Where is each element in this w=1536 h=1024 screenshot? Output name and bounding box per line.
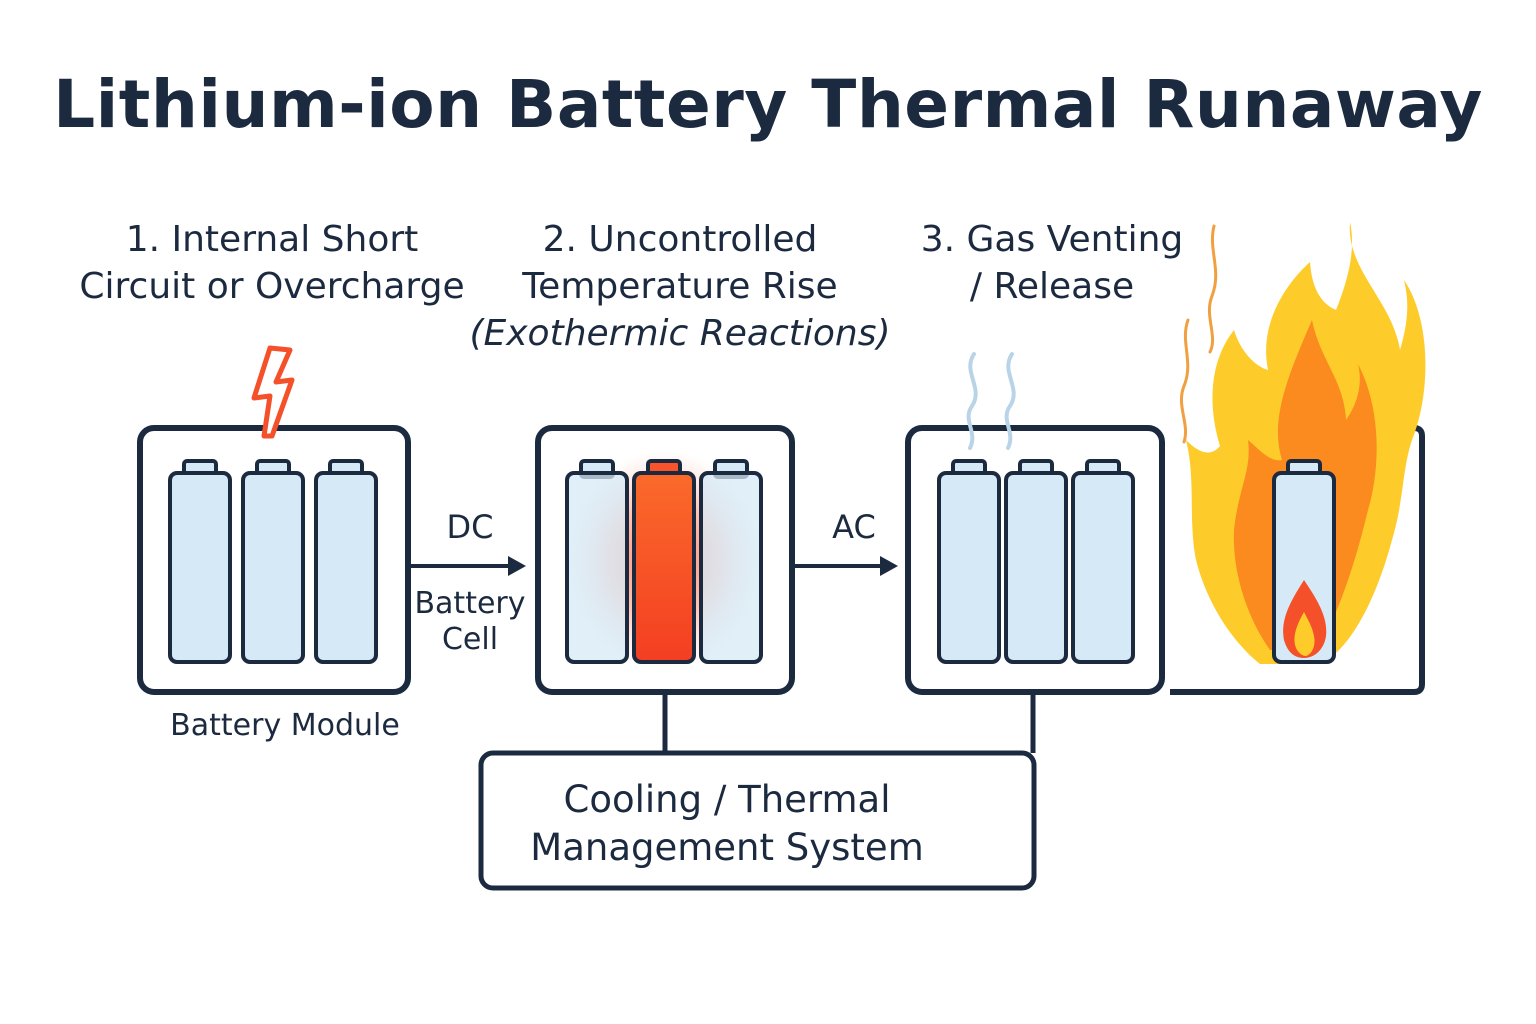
step-1-label: 1. Internal Short Circuit or Overcharge [62, 216, 482, 310]
arrow-ac [792, 556, 898, 576]
tms-label: Cooling / Thermal Management System [482, 776, 972, 872]
step-2-label: 2. Uncontrolled Temperature Rise (Exothe… [460, 216, 900, 357]
module-label: Battery Module [170, 708, 400, 743]
tms-connectors [662, 692, 1036, 753]
page-title: Lithium-ion Battery Thermal Runaway [53, 66, 1483, 143]
connector-label-dc: DC [446, 508, 494, 546]
vapor-icon [966, 352, 1016, 450]
step-3-label: 3. Gas Venting / Release [882, 216, 1222, 310]
connector-label-ac: AC [832, 508, 876, 546]
tms-label-line-2: Management System [530, 826, 924, 869]
battery-module-4 [1170, 425, 1425, 695]
burning-cell [1272, 459, 1336, 664]
step-2-line-2: Temperature Rise [522, 266, 838, 307]
step-3-line-2: / Release [969, 266, 1135, 307]
step-1-line-2: Circuit or Overcharge [79, 266, 465, 307]
cell-1a [168, 459, 232, 664]
cell-2a [565, 459, 629, 664]
step-3-line-1: 3. Gas Venting [920, 219, 1184, 260]
tms-box [478, 750, 1037, 891]
cell-3c [1071, 459, 1135, 664]
battery-module-1 [137, 425, 411, 695]
battery-module-2 [535, 425, 795, 695]
step-1-line-1: 1. Internal Short [125, 219, 419, 260]
lightning-icon [251, 345, 295, 439]
cell-2c [699, 459, 763, 664]
step-2-note: (Exothermic Reactions) [469, 313, 891, 354]
arrow-dc [408, 556, 526, 576]
battery-module-3 [905, 425, 1165, 695]
cell-label: Battery Cell [410, 586, 530, 658]
step-2-line-1: 2. Uncontrolled [542, 219, 818, 260]
cell-3a [937, 459, 1001, 664]
cell-3b [1004, 459, 1068, 664]
cell-1b [241, 459, 305, 664]
tms-label-line-1: Cooling / Thermal [563, 778, 891, 821]
cell-2b-overheating [632, 459, 696, 664]
smoke-icon [1179, 224, 1218, 444]
cell-label-line-1: Battery [414, 586, 526, 621]
cell-label-line-2: Cell [441, 622, 499, 657]
cell-1c [314, 459, 378, 664]
